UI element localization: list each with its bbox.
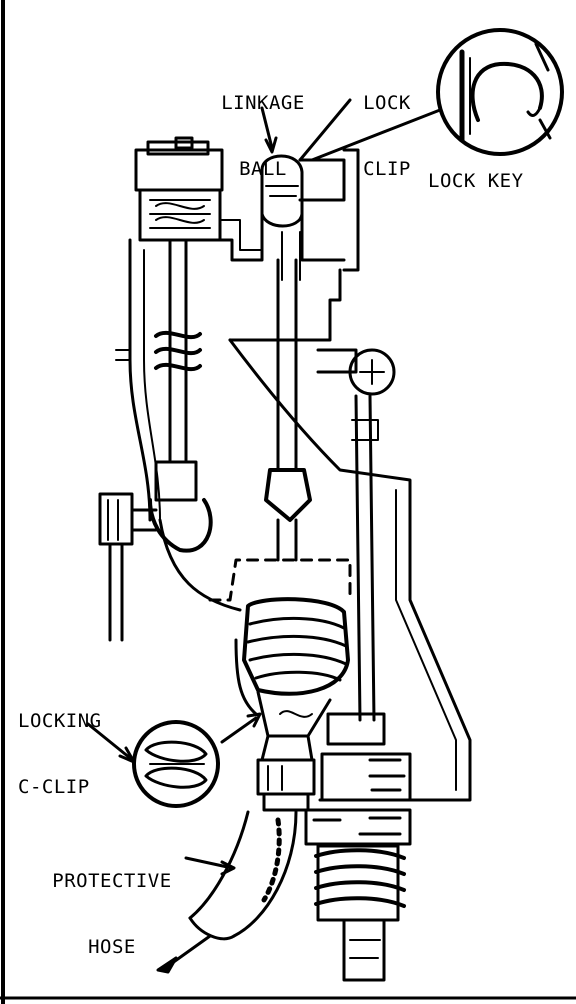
locking-c-clip-label-line-2: C-CLIP — [18, 776, 90, 798]
locking-c-clip-label-line-1: LOCKING — [18, 710, 102, 732]
linkage-ball-label-line-2: BALL — [239, 158, 287, 180]
lock-clip-label-line-2: CLIP — [363, 158, 411, 180]
lock-key-detail-circle — [436, 28, 564, 156]
lower-block — [304, 712, 412, 846]
lock-clip-label-line-1: LOCK — [363, 92, 411, 114]
lock-key-label: LOCK KEY — [428, 170, 524, 192]
lock-clip-label: LOCK CLIP — [344, 48, 430, 224]
lower-bellows — [314, 844, 406, 982]
right-rod — [316, 348, 396, 722]
locking-c-clip-label: LOCKING C-CLIP — [18, 666, 102, 842]
collar — [256, 758, 316, 812]
protective-hose-label-line-2: HOSE — [88, 936, 136, 958]
middle-rod — [264, 258, 312, 562]
linkage-ball-label: LINKAGE BALL — [198, 48, 328, 224]
leader-lines-bottom — [86, 712, 262, 876]
protective-hose — [156, 810, 298, 974]
body-outline — [158, 338, 472, 802]
linkage-ball-label-line-1: LINKAGE — [221, 92, 305, 114]
shift-boot — [242, 597, 350, 762]
leader-lines-top — [260, 98, 442, 162]
protective-hose-label-line-1: PROTECTIVE — [52, 870, 172, 892]
c-clip-detail-circle — [132, 720, 220, 808]
left-rod — [115, 238, 202, 522]
protective-hose-label: PROTECTIVE HOSE — [20, 826, 204, 1002]
left-bell-crank — [98, 460, 213, 642]
